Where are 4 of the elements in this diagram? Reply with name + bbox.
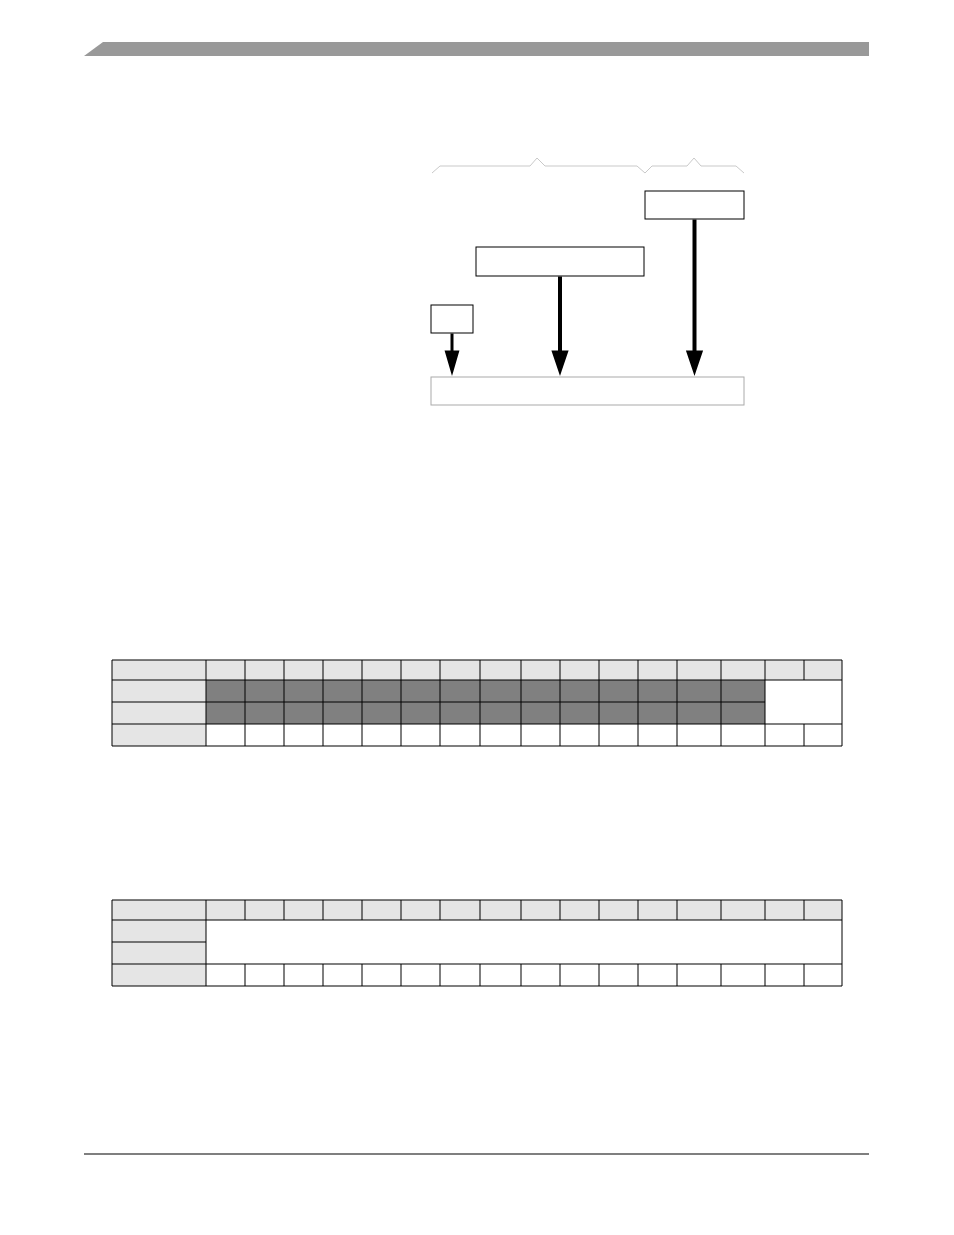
box [475, 246, 645, 277]
box [644, 190, 745, 220]
box [430, 304, 474, 334]
wide-box [430, 376, 745, 406]
